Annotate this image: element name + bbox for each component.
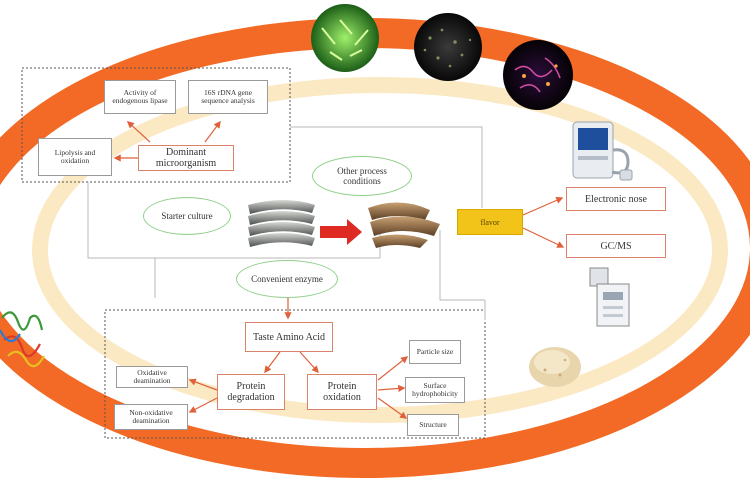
protein-structure-icon — [0, 311, 45, 368]
connector-lines — [87, 126, 486, 320]
green-bacteria-icon — [311, 4, 379, 72]
convenient-enzyme-ellipse: Convenient enzyme — [236, 260, 338, 298]
electronic-nose-device-icon — [572, 121, 633, 181]
particle-size-box: Particle size — [409, 340, 461, 364]
protein-powder-icon — [529, 347, 581, 387]
lower-dashed-group — [104, 309, 486, 439]
fluorescent-cells-icon — [503, 40, 573, 110]
structure-box: Structure — [407, 414, 459, 436]
gene-sequence-analysis-box: 16S rDNA gene sequence analysis — [188, 80, 268, 114]
electronic-nose-box: Electronic nose — [566, 187, 666, 211]
non-oxidative-deamination-box: Non-oxidative deamination — [114, 404, 188, 430]
inner-band — [32, 77, 728, 423]
raw-fish-icon — [248, 200, 315, 247]
fermented-fish-icon — [368, 202, 440, 248]
protein-oxidation-box: Protein oxidation — [307, 374, 377, 410]
dark-colony-icon — [414, 13, 482, 81]
oxidative-deamination-box: Oxidative deamination — [116, 366, 188, 388]
surface-hydrophobicity-box: Surface hydrophobicity — [405, 377, 465, 403]
dominant-microorganism-box: Dominant microorganism — [138, 145, 234, 171]
lipolysis-oxidation-box: Lipolysis and oxidation — [38, 138, 112, 176]
gcms-box: GC/MS — [566, 234, 666, 258]
gcms-instrument-icon — [589, 267, 630, 327]
starter-culture-ellipse: Starter culture — [143, 197, 231, 235]
flavor-tag: flavor — [457, 209, 523, 235]
other-process-conditions-ellipse: Other process conditions — [312, 156, 412, 196]
protein-degradation-box: Protein degradation — [217, 374, 285, 410]
flow-arrows — [113, 120, 565, 419]
main-process-arrow — [320, 219, 362, 245]
upper-dashed-group — [21, 67, 291, 183]
endogenous-enzyme-activity-box: Activity of endogenous lipase — [104, 80, 176, 114]
taste-amino-acid-box: Taste Amino Acid — [245, 322, 333, 352]
